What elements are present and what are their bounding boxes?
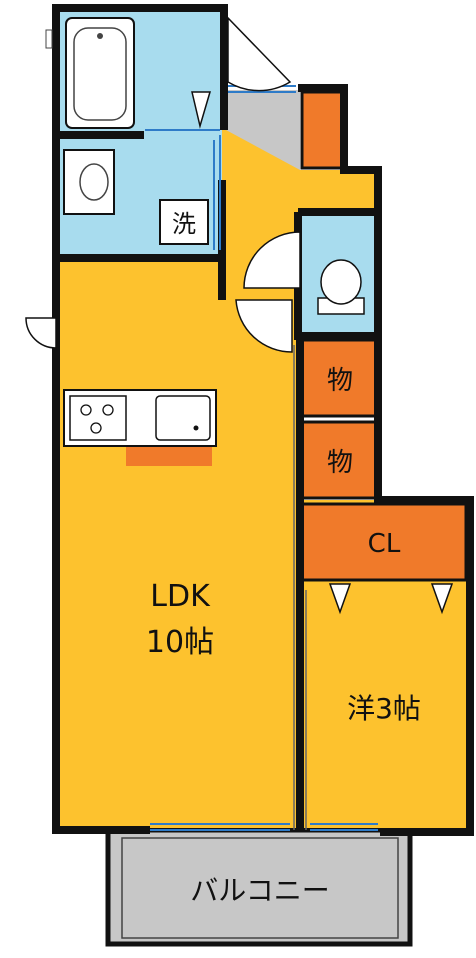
ldk-label-line2: 10帖 [146,625,214,660]
balcony-label: バルコニー [190,874,329,907]
balcony-inner-line [121,837,399,939]
washer-box [159,199,209,245]
stove-icon [69,395,127,441]
entrance-floor [226,90,300,170]
kitchen-counter-strip [126,446,212,466]
western-room-label: 洋3帖 [347,692,421,725]
storage-1-label: 物 [327,366,353,396]
storage-2-label: 物 [327,448,353,478]
panel-mark [45,29,53,49]
toilet-icon [317,259,365,315]
partition-lines [293,345,307,830]
washbasin-icon [63,149,115,215]
bathtub-icon [65,17,135,129]
shoe-cupboard [300,90,344,170]
walls [52,4,474,836]
closet-label: CL [368,529,401,559]
ldk-room [60,258,300,828]
balcony-area [105,827,413,947]
door-swings [25,16,454,615]
washer-label: 洗 [172,210,196,238]
windows [145,85,378,831]
kitchen-sink-icon [155,395,211,441]
ldk-label-line1: LDK [150,579,211,614]
hallway-strip [300,170,376,210]
storage-1 [300,338,380,418]
